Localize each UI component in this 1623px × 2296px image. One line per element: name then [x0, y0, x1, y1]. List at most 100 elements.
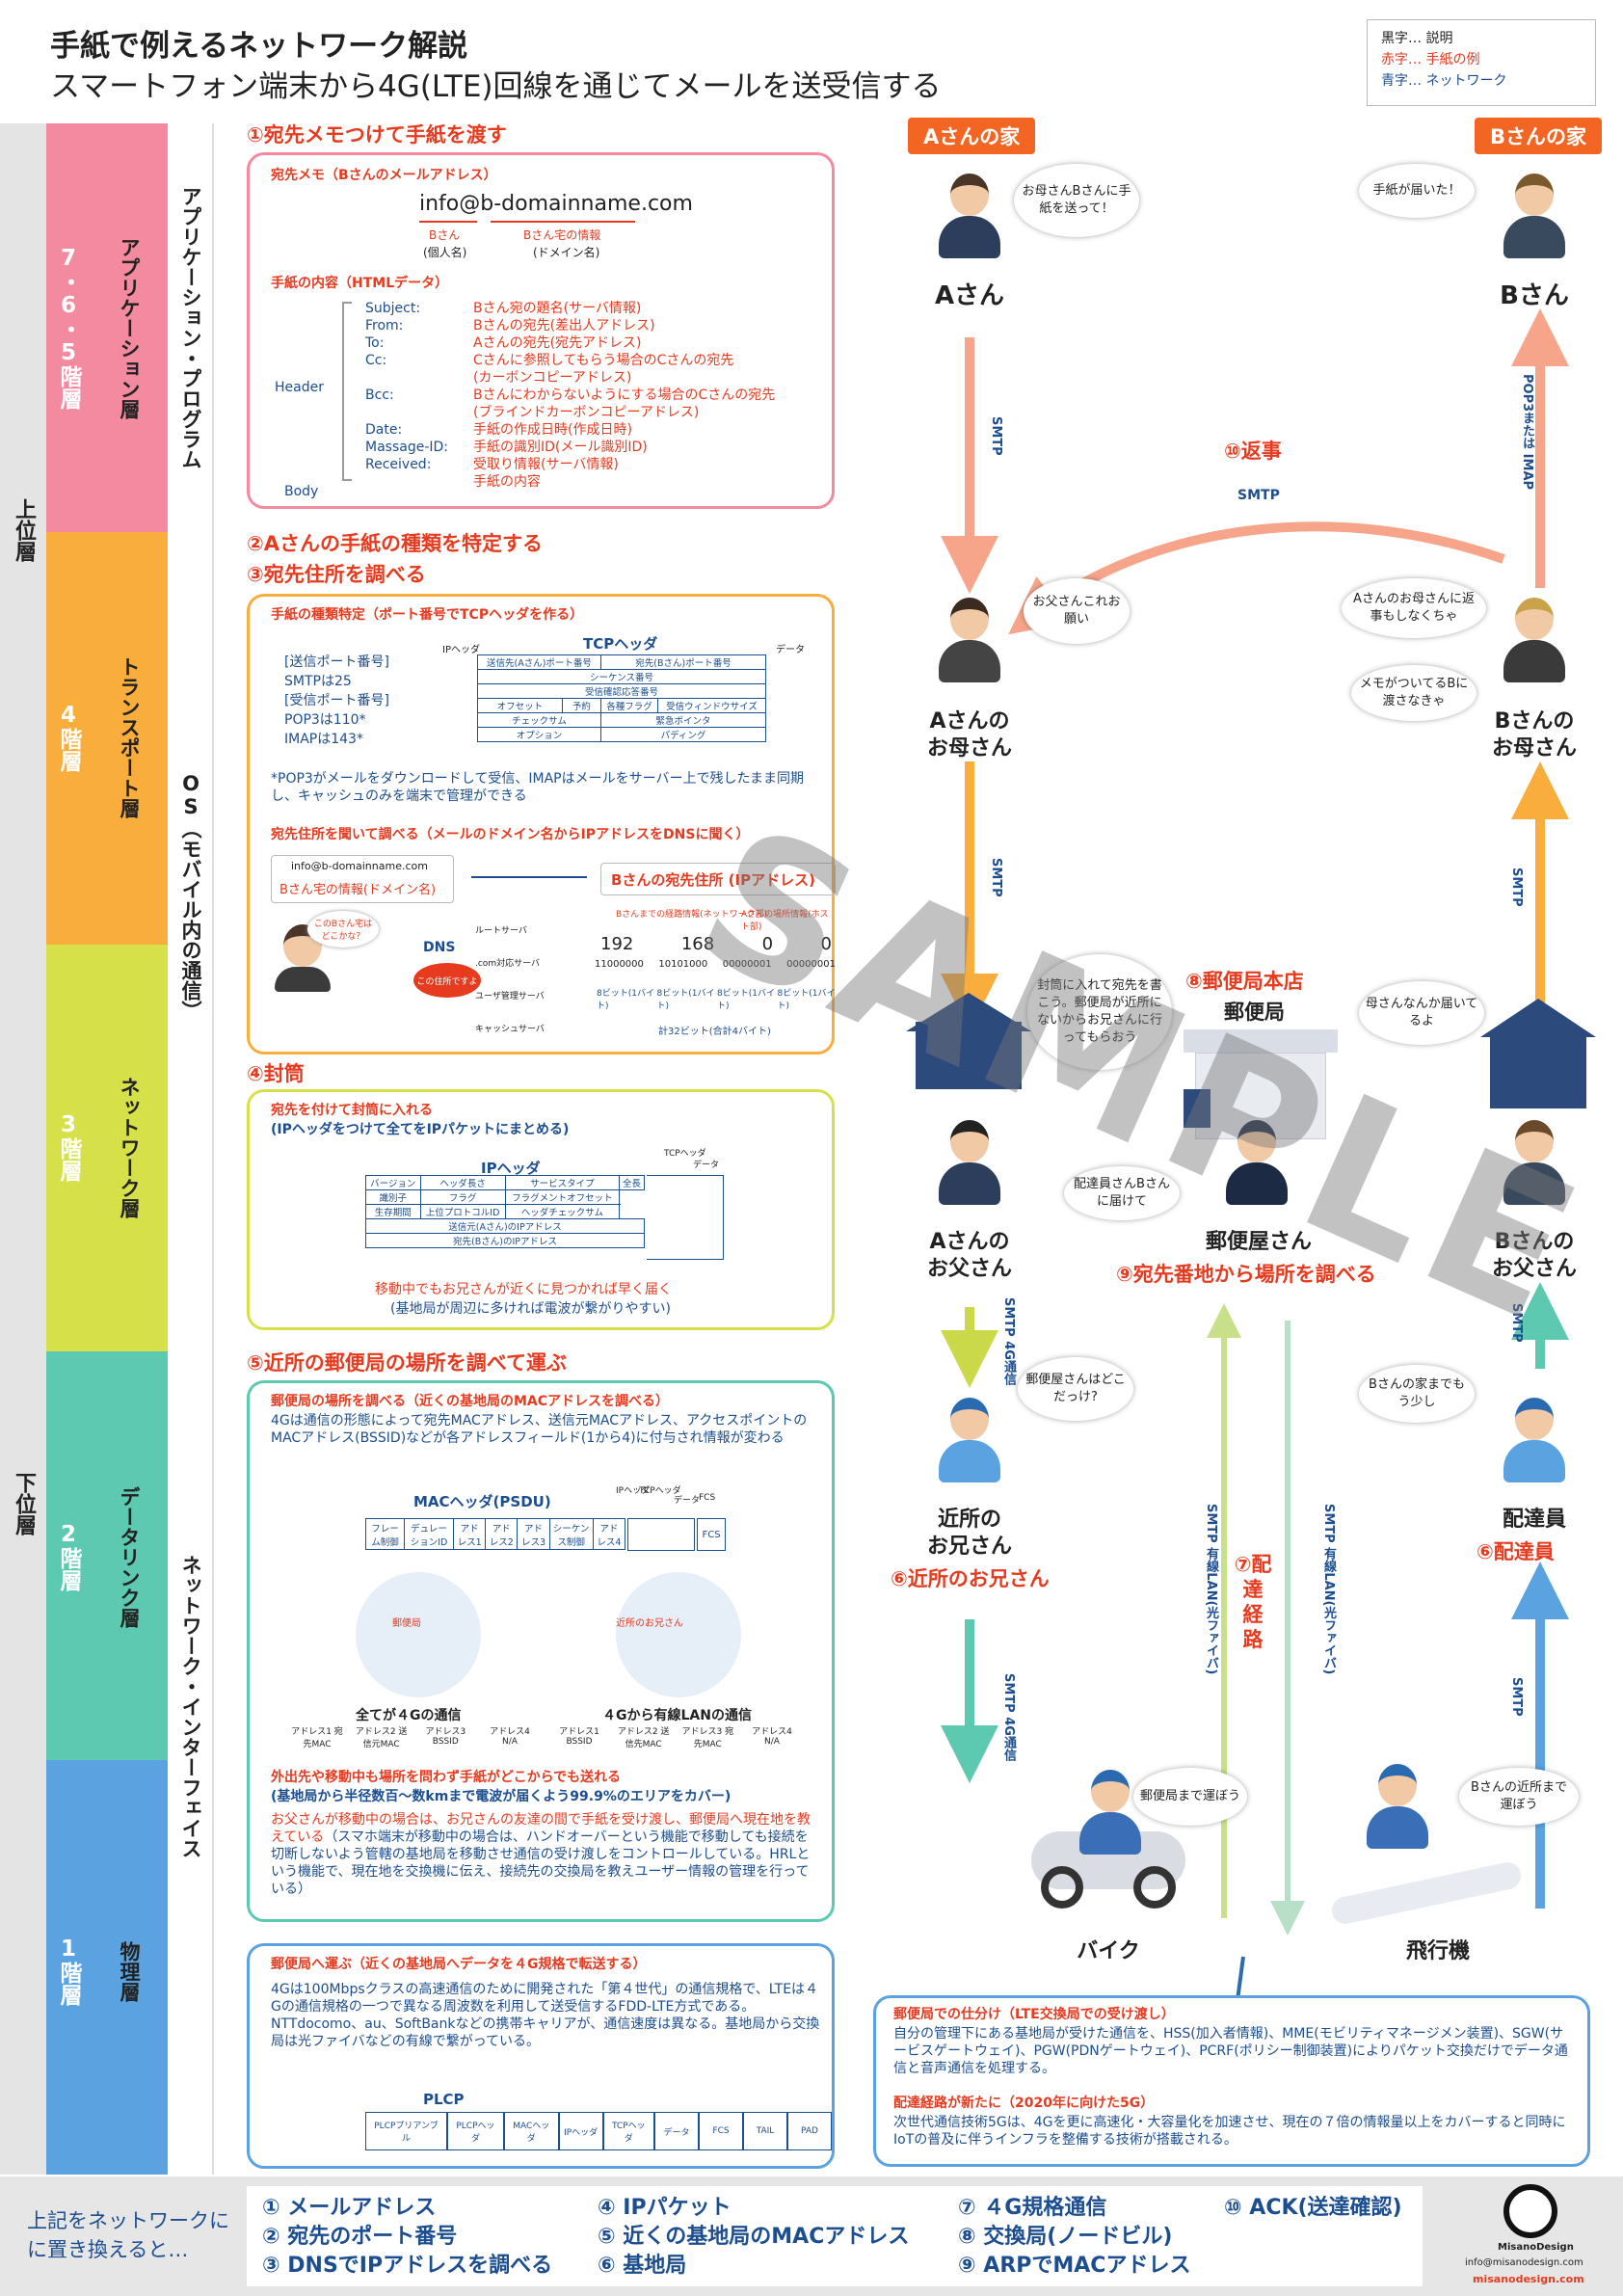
upper-layer-label: 上位層: [12, 498, 36, 562]
bit-label: 8ビット(1バイト): [656, 989, 715, 1011]
footer-lead2: に置き換えると…: [27, 2238, 189, 2261]
s23-ip-net: Bさんまでの経路情報(ネットワーク部): [616, 910, 768, 920]
ip-bits: 00000001: [722, 959, 772, 970]
bubble-b: 手紙が届いた！: [1359, 164, 1475, 218]
label-route: ⑦配達経路: [1234, 1553, 1272, 1651]
label-ni2: お兄さん: [926, 1535, 1012, 1559]
s23-dns-info: Bさん宅の情報(ドメイン名): [279, 883, 437, 897]
s4-t2: (IPヘッダをつけて全てをIPパケットにまとめる): [271, 1122, 570, 1137]
s7-p2: 次世代通信技術5Gは、4Gを更に高速化・大容量化を加速させ、現在の７倍の情報量以…: [893, 2115, 1566, 2148]
label-af2: お父さん: [926, 1257, 1012, 1281]
s23-ip-host: Aさんの場所情報(ホスト部): [741, 910, 829, 932]
dns-server: .com対応サーバ: [475, 959, 540, 969]
port-line: SMTPは25: [284, 674, 352, 689]
layer765-name-bar: [91, 123, 168, 532]
s5-data: データ: [674, 1496, 701, 1506]
person-postman: [1226, 1120, 1288, 1205]
group-os: OS（モバイル内の通信）: [179, 772, 202, 1021]
mac-address-note: アドレス2 送信先MAC: [617, 1727, 670, 1749]
s23-tcp-table: 送信先(Aさん)ポート番号宛先(Bさん)ポート番号シーケンス番号受信確認応答番号…: [477, 654, 767, 742]
ip-row: 識別子フラグフラグメントオフセット: [365, 1189, 645, 1205]
s5-c1: 全てが４Gの通信: [356, 1708, 462, 1723]
person-b-mother: [1503, 598, 1565, 682]
s1-row-value: 受取り情報(サーバ情報): [473, 457, 619, 472]
s1-row-value: 手紙の識別ID(メール識別ID): [473, 440, 648, 455]
s1-row: Received: 受取り情報(サーバ情報): [365, 456, 828, 473]
s1-memo-title: 宛先メモ（Bさんのメールアドレス）: [271, 168, 497, 183]
s4-iph: IPヘッダ: [481, 1160, 541, 1177]
layer3-name: ネットワーク層: [118, 1076, 141, 1218]
ip-octet: 0: [761, 934, 774, 954]
s1-row-key: Bcc:: [365, 387, 394, 403]
s1-row: Massage-ID:手紙の識別ID(メール識別ID): [365, 439, 828, 456]
s1-row-value: (ブラインドカーボンコピーアドレス): [473, 405, 700, 420]
label-smtp4g-1: SMTP 4G通信: [1001, 1297, 1016, 1385]
footer-item-8: ⑧ 交換局(ノードビル): [958, 2225, 1173, 2249]
bubble-bf: 母さんなんか届いてるよ: [1359, 981, 1484, 1045]
label-am2: お母さん: [926, 736, 1012, 761]
s1-row-value: Bさんの宛先(差出人アドレス): [473, 318, 655, 334]
s1-addr-line-l: [419, 221, 477, 223]
layer765-number: 7・6・5階層: [56, 246, 81, 410]
bubble-bm1: Aさんのお母さんに返事もしなくちゃ: [1342, 578, 1486, 638]
label-bike: バイク: [1077, 1939, 1140, 1963]
tcp-cell: 送信先(Aさん)ポート番号: [477, 654, 601, 670]
ip-cell: ヘッダチェックサム: [504, 1204, 621, 1219]
tcp-cell: 受信ウィンドウサイズ: [656, 698, 767, 713]
s5-circle2: [616, 1572, 741, 1697]
ip-cell: フラグ: [419, 1189, 506, 1205]
tcp-cell: 宛先(Bさん)ポート番号: [599, 654, 767, 670]
ip-cell: 送信元(Aさん)のIPアドレス: [365, 1218, 645, 1234]
scooter-wheel-1: [1041, 1866, 1083, 1909]
dns-server: ルートサーバ: [475, 926, 527, 936]
s1-body-label: Body: [284, 484, 319, 499]
label-smtp-4: SMTP: [1509, 1303, 1524, 1343]
s1-row-key: Date:: [365, 422, 403, 438]
house-b-roof: [1480, 999, 1596, 1037]
s23-tcph: TCPヘッダ: [583, 635, 658, 653]
tcp-row: 送信先(Aさん)ポート番号宛先(Bさん)ポート番号: [477, 654, 767, 670]
ip-octet: 0: [820, 934, 832, 954]
footer-url: misanodesign.com: [1473, 2273, 1584, 2285]
s1-row: From:Bさんの宛先(差出人アドレス): [365, 317, 828, 334]
s23-bub1: このBさん宅はどこかな？: [307, 911, 379, 948]
bubble-cr: Bさんの家までもう少し: [1359, 1365, 1475, 1423]
tcp-cell: オプション: [477, 727, 601, 742]
house-b-icon: [1490, 1031, 1586, 1108]
s1-row: To:Aさんの宛先(宛先アドレス): [365, 334, 828, 352]
s7-t2: 配達経路が新たに（2020年に向けた5G）: [893, 2096, 1155, 2111]
ip-cell: 上位プロトコルID: [419, 1204, 506, 1219]
label-carrier-red: ⑥配達員: [1477, 1540, 1555, 1563]
ip-row: 送信元(Aさん)のIPアドレス: [365, 1218, 645, 1234]
s23-panel: 手紙の種類特定（ポート番号でTCPヘッダを作る） [送信ポート番号]SMTPは2…: [247, 594, 836, 1055]
label-lan2: SMTP 有線LAN(光ファイバ): [1321, 1504, 1336, 1675]
port-line: IMAPは143*: [284, 732, 363, 747]
bubble-bm2: メモがついてるBに渡さなきゃ: [1351, 665, 1477, 721]
footer-box: [247, 2186, 1423, 2286]
dns-server: キャッシュサーバ: [475, 1025, 545, 1034]
s4-ip-table: バージョンヘッダ長さサービスタイプ全長識別子フラグフラグメントオフセット生存期間…: [365, 1175, 645, 1248]
label-af1: Aさんの: [929, 1230, 1010, 1254]
s23-dns-title: 宛先住所を聞いて調べる（メールのドメイン名からIPアドレスをDNSに聞く）: [271, 827, 750, 842]
footer-item-7: ⑦ ４G規格通信: [958, 2196, 1107, 2220]
s1-row-key: [365, 404, 473, 421]
tcp-cell: パディング: [599, 727, 767, 742]
scooter-wheel-2: [1133, 1866, 1176, 1909]
plcp-cell: IPヘッダ: [558, 2112, 603, 2150]
house-a-icon: [916, 1022, 1022, 1089]
label-ni-red: ⑥近所のお兄さん: [891, 1567, 1050, 1590]
footer-brand: MisanoDesign: [1498, 2242, 1574, 2253]
s1-row-key: Received:: [365, 457, 432, 472]
plcp-cell: MACヘッダ: [503, 2112, 559, 2150]
s1-addr-r1: Bさん宅の情報: [523, 228, 601, 242]
s5-heading: ⑤近所の郵便局の場所を調べて運ぶ: [247, 1351, 567, 1375]
s5-p2-blue: （スマホ端末が移動中の場合は、ハンドオーバーという機能で移動しても接続を切断しな…: [271, 1829, 811, 1897]
plcp-cell: データ: [654, 2112, 699, 2150]
footer-item-4: ④ IPパケット: [598, 2196, 732, 2220]
s5-payload-box: [627, 1518, 695, 1551]
s1-panel: 宛先メモ（Bさんのメールアドレス） info@b-domainname.com …: [247, 152, 835, 509]
s1-row-key: Subject:: [365, 301, 421, 316]
layer4-name-bar: [91, 532, 168, 945]
mac-cell: フレーム制御: [364, 1518, 406, 1550]
